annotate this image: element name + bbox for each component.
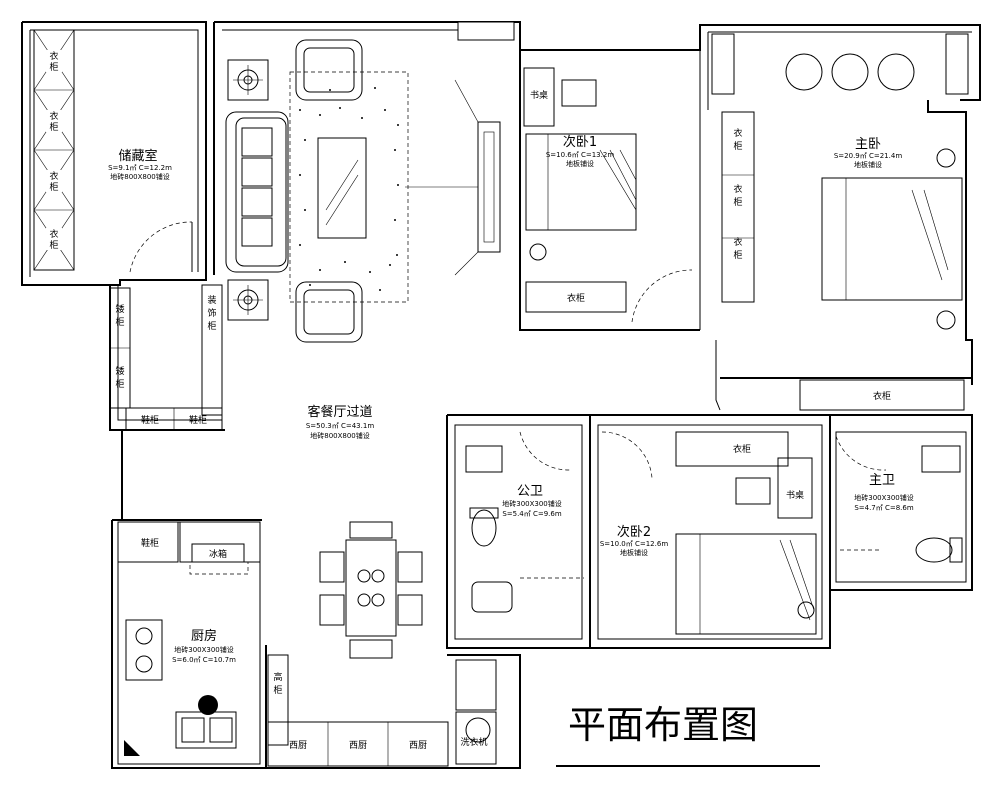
room-area-kitchen: 地砖300X300铺设: [174, 645, 234, 654]
west-kitchen-label: 西厨: [289, 740, 307, 751]
wardrobe-label: 柜: [49, 121, 58, 133]
master-bath: 主卫 地砖300X300铺设 S=4.7㎡ C=8.6m: [835, 435, 963, 563]
room-name-public-bath: 公卫: [517, 484, 543, 499]
wardrobe-label: 柜: [733, 249, 742, 261]
room-floor-bed3: 地板铺设: [620, 548, 648, 557]
room-floor-kitchen: S=6.0㎡ C=10.7m: [172, 656, 236, 664]
wardrobe-label: 柜: [733, 196, 742, 208]
wardrobe-label: 柜: [49, 181, 58, 193]
room-floor-master: 地板铺设: [854, 160, 882, 169]
wardrobe-label: 衣: [49, 228, 58, 240]
room-floor-master-bath: 地砖300X300铺设: [854, 493, 914, 502]
low-cabinet-label: 柜: [115, 378, 124, 390]
shoe-cabinet-label: 鞋柜: [189, 414, 207, 426]
entry-cabinets: 装 饰 柜 矮 柜 矮 柜 鞋柜 鞋柜: [109, 284, 223, 431]
wardrobe-label: 衣柜: [733, 443, 751, 455]
wardrobe-label: 柜: [733, 140, 742, 152]
public-bath: 公卫 地砖300X300铺设 S=5.4㎡ C=9.6m: [465, 431, 584, 613]
west-kitchen-label: 西厨: [349, 740, 367, 751]
master-bedroom: 衣 柜 衣 柜 衣 柜 主卧 S=20.9㎡ C=21.4m 地板铺设 衣柜: [711, 33, 969, 411]
page-title: 平面布置图: [568, 703, 758, 747]
room-name-living: 客餐厅过道: [307, 404, 372, 420]
room-floor-storage: 地砖800X800铺设: [110, 172, 170, 181]
wardrobe-label: 柜: [49, 239, 58, 251]
room-area-storage: S=9.1㎡ C=12.2m: [108, 164, 172, 172]
wardrobe-label: 衣: [49, 170, 58, 182]
room-area-living: S=50.3㎡ C=43.1m: [306, 422, 374, 430]
wardrobe-label: 衣柜: [873, 390, 891, 402]
room-name-bed3: 次卧2: [617, 524, 651, 540]
wardrobe-label: 衣柜: [567, 292, 585, 304]
bedroom-2: 衣柜 书桌 次卧2 S=10.0㎡ C=12.6m 地板铺设: [600, 431, 817, 635]
dining-table: [319, 521, 423, 659]
low-cabinet-label: 柜: [115, 316, 124, 328]
storage-room: 衣柜 衣柜 衣柜 衣柜 储藏室 S=9.1㎡ C=12.2m 地砖800X800…: [33, 29, 193, 273]
west-kitchen-cabinets: 西厨 西厨 西厨 洗衣机: [267, 659, 497, 767]
room-area-bed3: S=10.0㎡ C=12.6m: [600, 540, 668, 548]
fridge-label: 冰箱: [209, 548, 227, 560]
desk-label: 书桌: [530, 89, 548, 101]
room-name-storage: 储藏室: [118, 148, 157, 164]
tall-cabinet-label: 柜: [273, 684, 282, 696]
deco-cabinet-label: 装: [207, 294, 216, 306]
wardrobe-label: 衣: [733, 236, 742, 248]
deco-cabinet-label: 饰: [207, 307, 216, 319]
wardrobe-label: 衣: [49, 110, 58, 122]
low-cabinet-label: 矮: [115, 303, 124, 315]
room-name-bed2: 次卧1: [563, 134, 597, 150]
west-kitchen-label: 西厨: [409, 740, 427, 751]
room-floor-living: 地砖800X800铺设: [310, 431, 370, 440]
bedroom-1: 书桌 衣柜 次卧1 S=10.6㎡ C=13.2m 地板铺设: [523, 67, 693, 323]
washer-label: 洗衣机: [460, 736, 487, 748]
shoe-cabinet-label: 鞋柜: [141, 414, 159, 426]
room-area-public-bath: S=5.4㎡ C=9.6m: [502, 510, 562, 518]
wardrobe-label: 衣: [733, 127, 742, 139]
deco-cabinet-label: 柜: [207, 320, 216, 332]
wardrobe-label: 柜: [49, 61, 58, 73]
room-area-master: S=20.9㎡ C=21.4m: [834, 152, 902, 160]
room-name-kitchen: 厨房: [191, 628, 217, 644]
room-area-master-bath: S=4.7㎡ C=8.6m: [854, 504, 914, 512]
room-floor-public-bath: 地砖300X300铺设: [502, 499, 562, 508]
room-name-master-bath: 主卫: [869, 473, 895, 488]
desk-label: 书桌: [786, 489, 804, 501]
walls: [21, 21, 981, 769]
room-area-bed2: S=10.6㎡ C=13.2m: [546, 151, 614, 159]
shoe-cabinet-label: 鞋柜: [141, 537, 159, 549]
wardrobe-label: 衣: [49, 50, 58, 62]
room-floor-bed2: 地板铺设: [566, 159, 594, 168]
wardrobe-label: 衣: [733, 183, 742, 195]
living-furniture: [225, 39, 501, 343]
kitchen: 鞋柜 冰箱 高 柜 厨房 地砖300X300铺设 S=6.0㎡ C=10.7m: [117, 521, 289, 756]
room-name-master: 主卧: [855, 137, 881, 152]
tall-cabinet-label: 高: [273, 671, 282, 683]
low-cabinet-label: 矮: [115, 365, 124, 377]
